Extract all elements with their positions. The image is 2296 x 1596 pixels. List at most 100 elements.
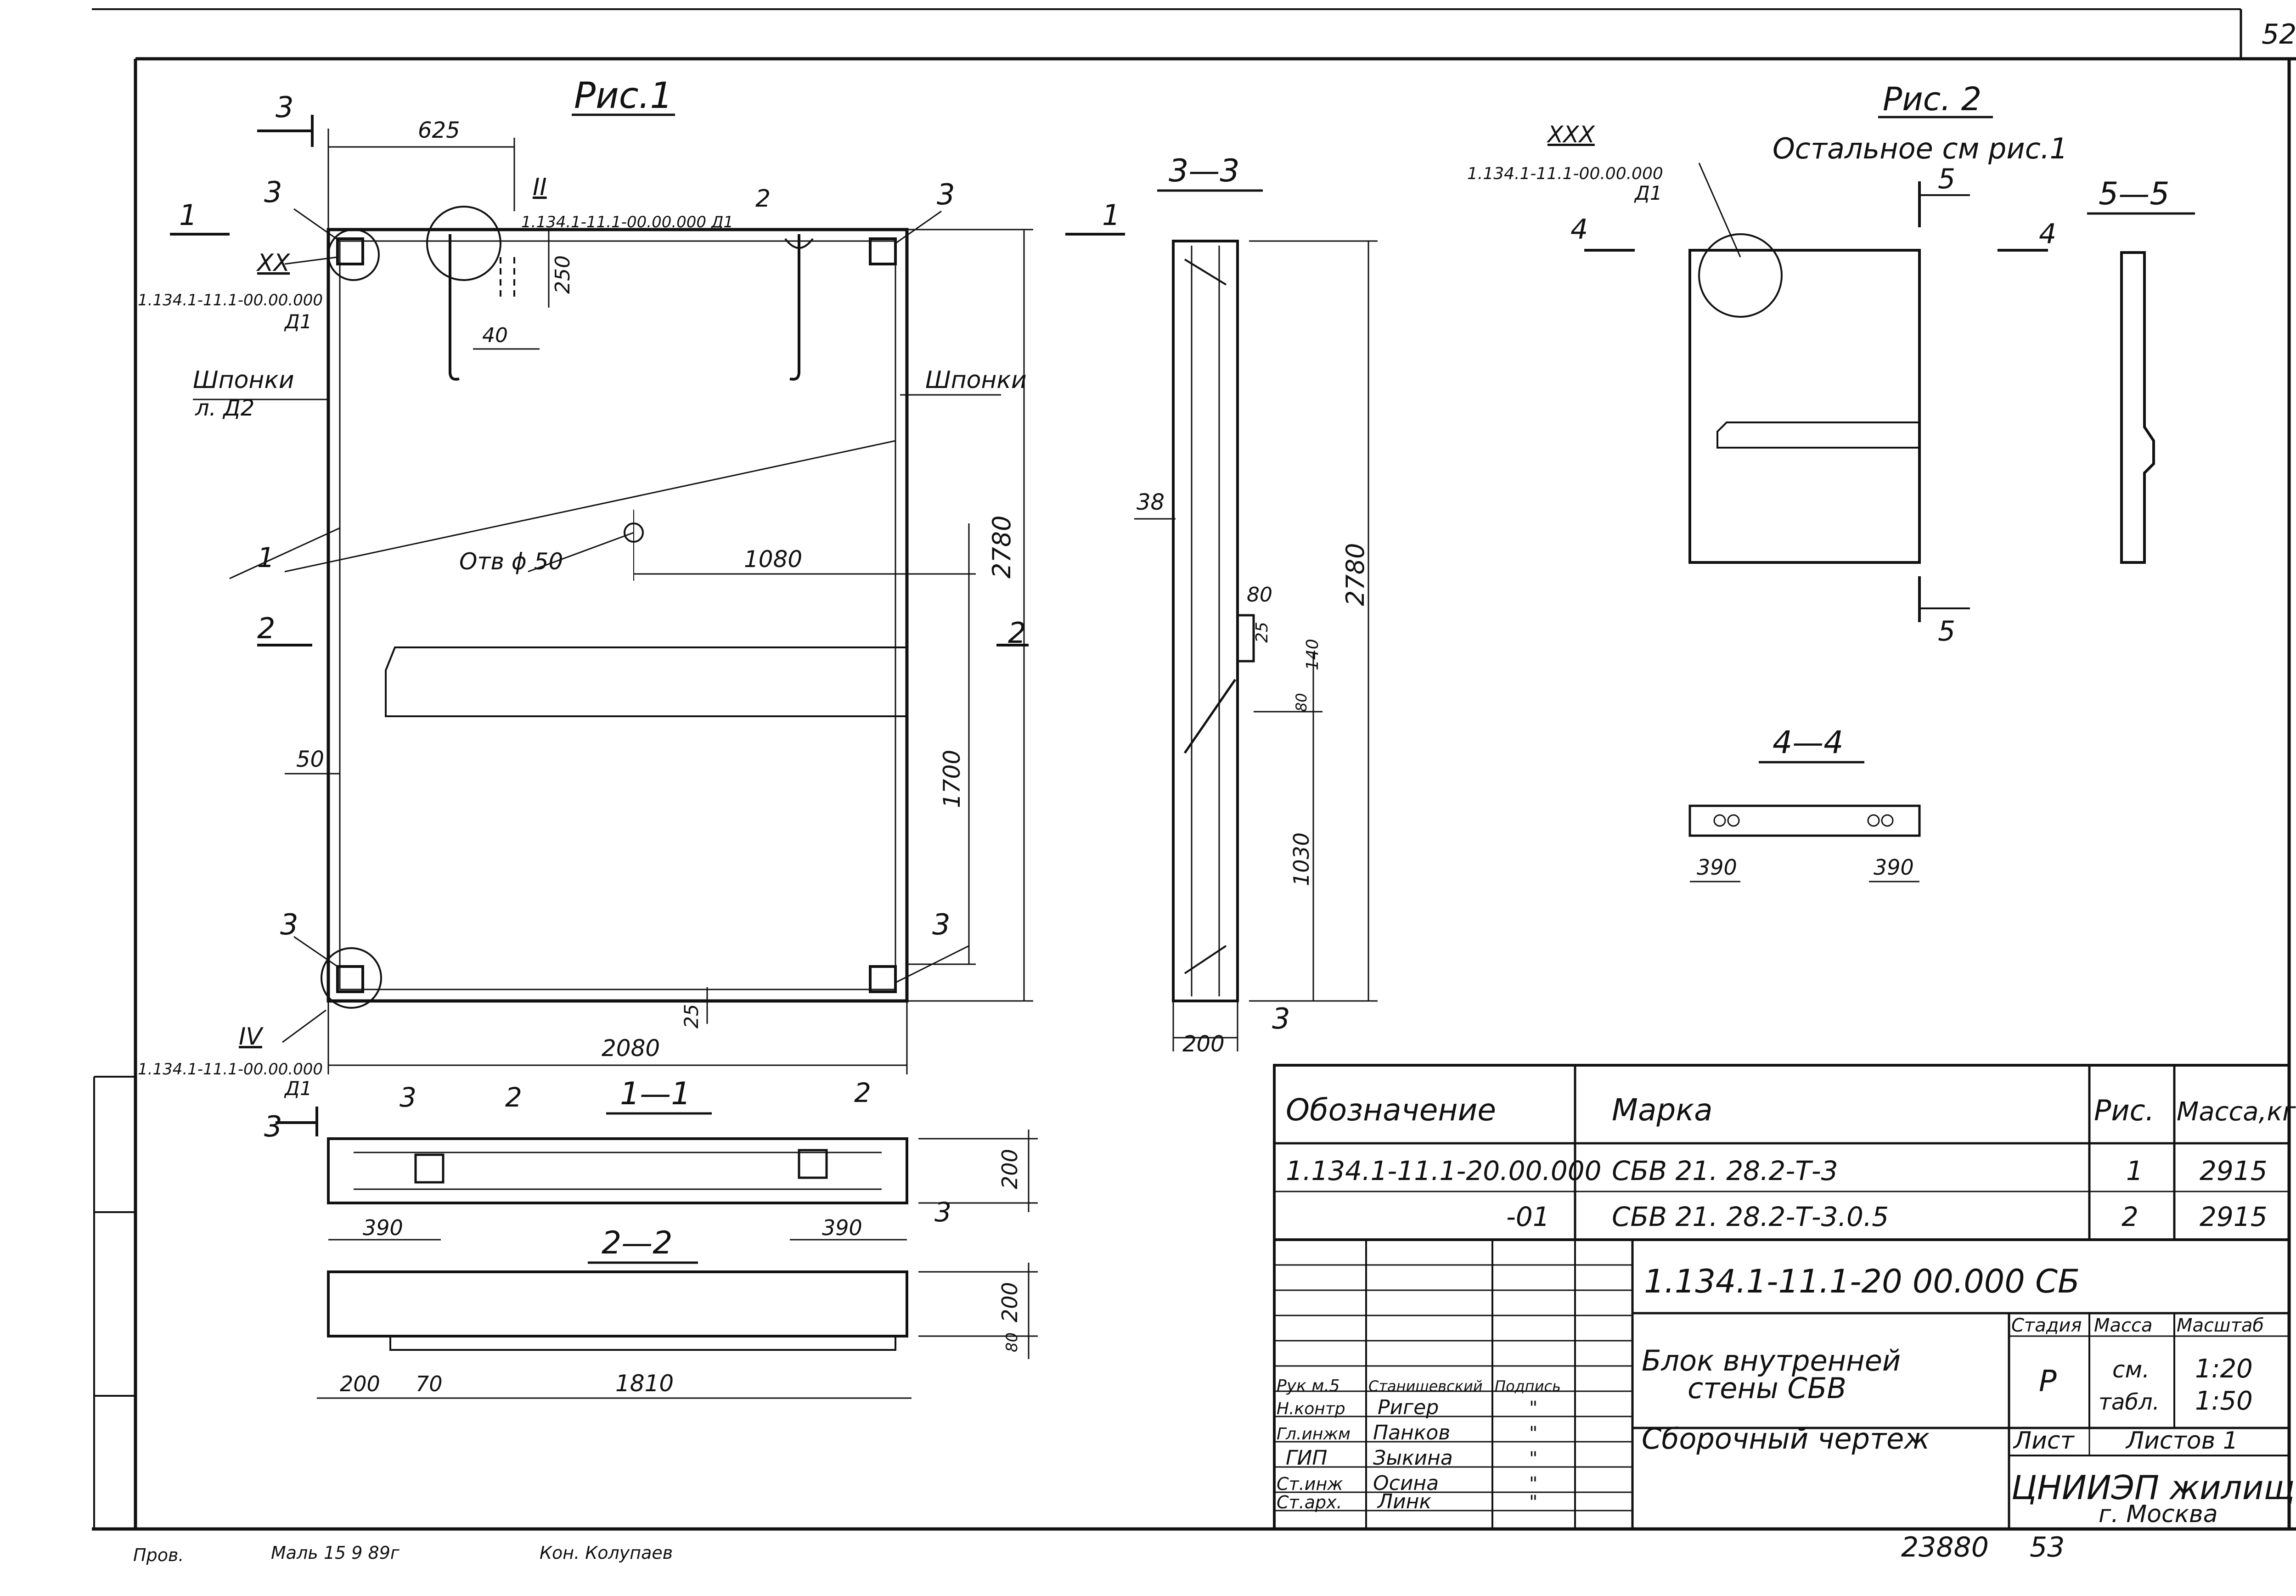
- sig-sign-3: ": [1529, 1423, 1537, 1444]
- ref-node-XX: 1.134.1-11.1-00.00.000: [138, 291, 323, 309]
- doc-type: Сборочный чертеж: [1642, 1422, 1930, 1456]
- ref-node-IV-sheet: Д1: [284, 1077, 312, 1100]
- sec11-callout-2b: 2: [854, 1077, 871, 1108]
- title-block: [1273, 1238, 2290, 1530]
- section-1-1-title: 1—1: [620, 1076, 691, 1112]
- spec-row1-mark: СБВ 21. 28.2-Т-3: [1612, 1155, 1838, 1186]
- sig-sign-4: ": [1529, 1448, 1537, 1469]
- spec-header-designation: Обозначение: [1286, 1092, 1496, 1128]
- dim-25-sec33: 25: [1253, 622, 1272, 643]
- spec-row2-designation: -01: [1506, 1201, 1550, 1232]
- sig-role-4: ГИП: [1286, 1446, 1328, 1470]
- fig2-ref: 1.134.1-11.1-00.00.000: [1467, 164, 1663, 183]
- sig-name-2: Ригер: [1378, 1396, 1439, 1419]
- sheet-frame: [92, 8, 2296, 1531]
- scale-header: Масштаб: [2177, 1315, 2264, 1336]
- dim-70-sec22: 70: [416, 1371, 443, 1396]
- fig2-title: Рис. 2: [1883, 80, 1981, 118]
- stage-header: Стадия: [2011, 1315, 2082, 1336]
- callout-3-top-left: 3: [264, 175, 282, 209]
- sig-name-5: Осина: [1373, 1472, 1439, 1495]
- sig-sign-2: ": [1529, 1398, 1537, 1419]
- cut-3-bottom: 3: [264, 1110, 282, 1143]
- section-3-3-title: 3—3: [1169, 153, 1240, 189]
- drawing-name-line2: стены СБВ: [1688, 1371, 1846, 1405]
- dim-25: 25: [680, 1004, 703, 1028]
- archive-number: 23880: [1901, 1531, 1989, 1563]
- drawing-code: 1.134.1-11.1-20 00.000 СБ: [1644, 1263, 2080, 1300]
- sig-role-3: Гл.инжм: [1277, 1425, 1351, 1444]
- section-3-3: 3—3: [1134, 153, 1378, 1051]
- dim-2080: 2080: [602, 1035, 660, 1062]
- sig-role-5: Ст.инж: [1277, 1474, 1343, 1494]
- dim-390-sec44-left: 390: [1697, 855, 1737, 880]
- fig1-title: Рис.1: [574, 75, 673, 117]
- dim-200-sec22-vert: 200: [997, 1282, 1022, 1322]
- node-XX-label: XX: [256, 249, 291, 277]
- dim-80-sec33: 80: [1247, 583, 1272, 607]
- callout-3-bottom-right: 3: [932, 908, 950, 941]
- dim-80-sec22: 80: [1003, 1332, 1021, 1352]
- sig-name-4: Зыкина: [1373, 1446, 1453, 1470]
- dim-80b-sec33: 80: [1293, 693, 1310, 712]
- dim-2780-sec33: 2780: [1341, 543, 1370, 606]
- page-number: 52: [2262, 18, 2296, 51]
- dim-390-sec11-right: 390: [822, 1215, 862, 1240]
- dim-390-sec44-right: 390: [1874, 855, 1914, 880]
- sheet-label: Лист: [2013, 1427, 2075, 1455]
- spec-header-mass: Масса,кг: [2177, 1097, 2296, 1127]
- sig-name-1: Станишевский: [1368, 1377, 1483, 1395]
- section-5-5-title: 5—5: [2099, 176, 2170, 212]
- sec33-callout-3: 3: [1272, 1002, 1290, 1035]
- ref-node-II: 1.134.1-11.1-00.00.000 Д1: [521, 213, 733, 231]
- callout-1: 1: [257, 542, 275, 574]
- fig2-ref-sheet: Д1: [1634, 182, 1662, 204]
- panel-outline: [326, 228, 909, 1003]
- footer-checked-label: Пров.: [133, 1545, 184, 1565]
- spec-row2-mass: 2915: [2200, 1201, 2268, 1232]
- ref-node-IV: 1.134.1-11.1-00.00.000: [138, 1060, 323, 1079]
- section-4-4-title: 4—4: [1773, 725, 1844, 761]
- sec11-callout-3b: 3: [934, 1197, 951, 1228]
- dim-200-sec33: 200: [1182, 1031, 1225, 1057]
- ref-node-XX-sheet: Д1: [284, 310, 312, 333]
- spec-header-mark: Марка: [1612, 1092, 1713, 1128]
- dim-390-sec11-left: 390: [363, 1215, 403, 1240]
- dim-38: 38: [1137, 489, 1165, 515]
- spec-row1-fig: 1: [2126, 1155, 2143, 1186]
- sig-name-3: Панков: [1373, 1421, 1450, 1444]
- spec-row1-mass: 2915: [2200, 1155, 2268, 1186]
- sig-role-1: Рук м.5: [1277, 1377, 1340, 1395]
- node-II-label: II: [533, 174, 547, 201]
- keys-left-ref: л. Д2: [195, 395, 254, 421]
- sig-sign-1: Подпись: [1495, 1377, 1561, 1395]
- dim-1030: 1030: [1289, 832, 1314, 886]
- sec11-callout-3: 3: [400, 1082, 416, 1113]
- dim-40: 40: [482, 324, 508, 347]
- fig1-elevation: Рис.1: [170, 75, 1125, 1136]
- dim-200-sec22: 200: [340, 1371, 380, 1396]
- scale-value-line2: 1:50: [2195, 1386, 2253, 1416]
- dim-140-sec33: 140: [1303, 639, 1322, 670]
- sig-name-6: Линк: [1377, 1490, 1431, 1513]
- sheets-label: Листов 1: [2125, 1427, 2238, 1455]
- callout-3-top-right: 3: [937, 178, 955, 211]
- spec-row1-designation: 1.134.1-11.1-20.00.000: [1286, 1155, 1602, 1186]
- fig2-cut-4-right: 4: [2039, 218, 2056, 250]
- keys-left: Шпонки: [193, 366, 294, 394]
- sec11-callout-2: 2: [505, 1082, 522, 1113]
- dim-2780-fig1: 2780: [987, 516, 1016, 579]
- sig-sign-6: ": [1529, 1492, 1537, 1513]
- footer-checked-note: Маль 15 9 89г: [271, 1543, 400, 1563]
- dim-250: 250: [551, 255, 574, 294]
- cut-1-left: 1: [179, 198, 197, 232]
- bottom-sheet-number: 53: [2030, 1531, 2065, 1563]
- dim-1080: 1080: [744, 546, 802, 573]
- section-2-2: 2—2 200 80 200 70 1810: [317, 1225, 1038, 1399]
- cut-2-right: 2: [1008, 616, 1026, 650]
- dim-1700: 1700: [939, 750, 965, 808]
- fig2-cut-5-top: 5: [1938, 163, 1955, 195]
- callout-3-bottom-left: 3: [280, 908, 298, 941]
- fig2-cut-4-left: 4: [1570, 214, 1588, 246]
